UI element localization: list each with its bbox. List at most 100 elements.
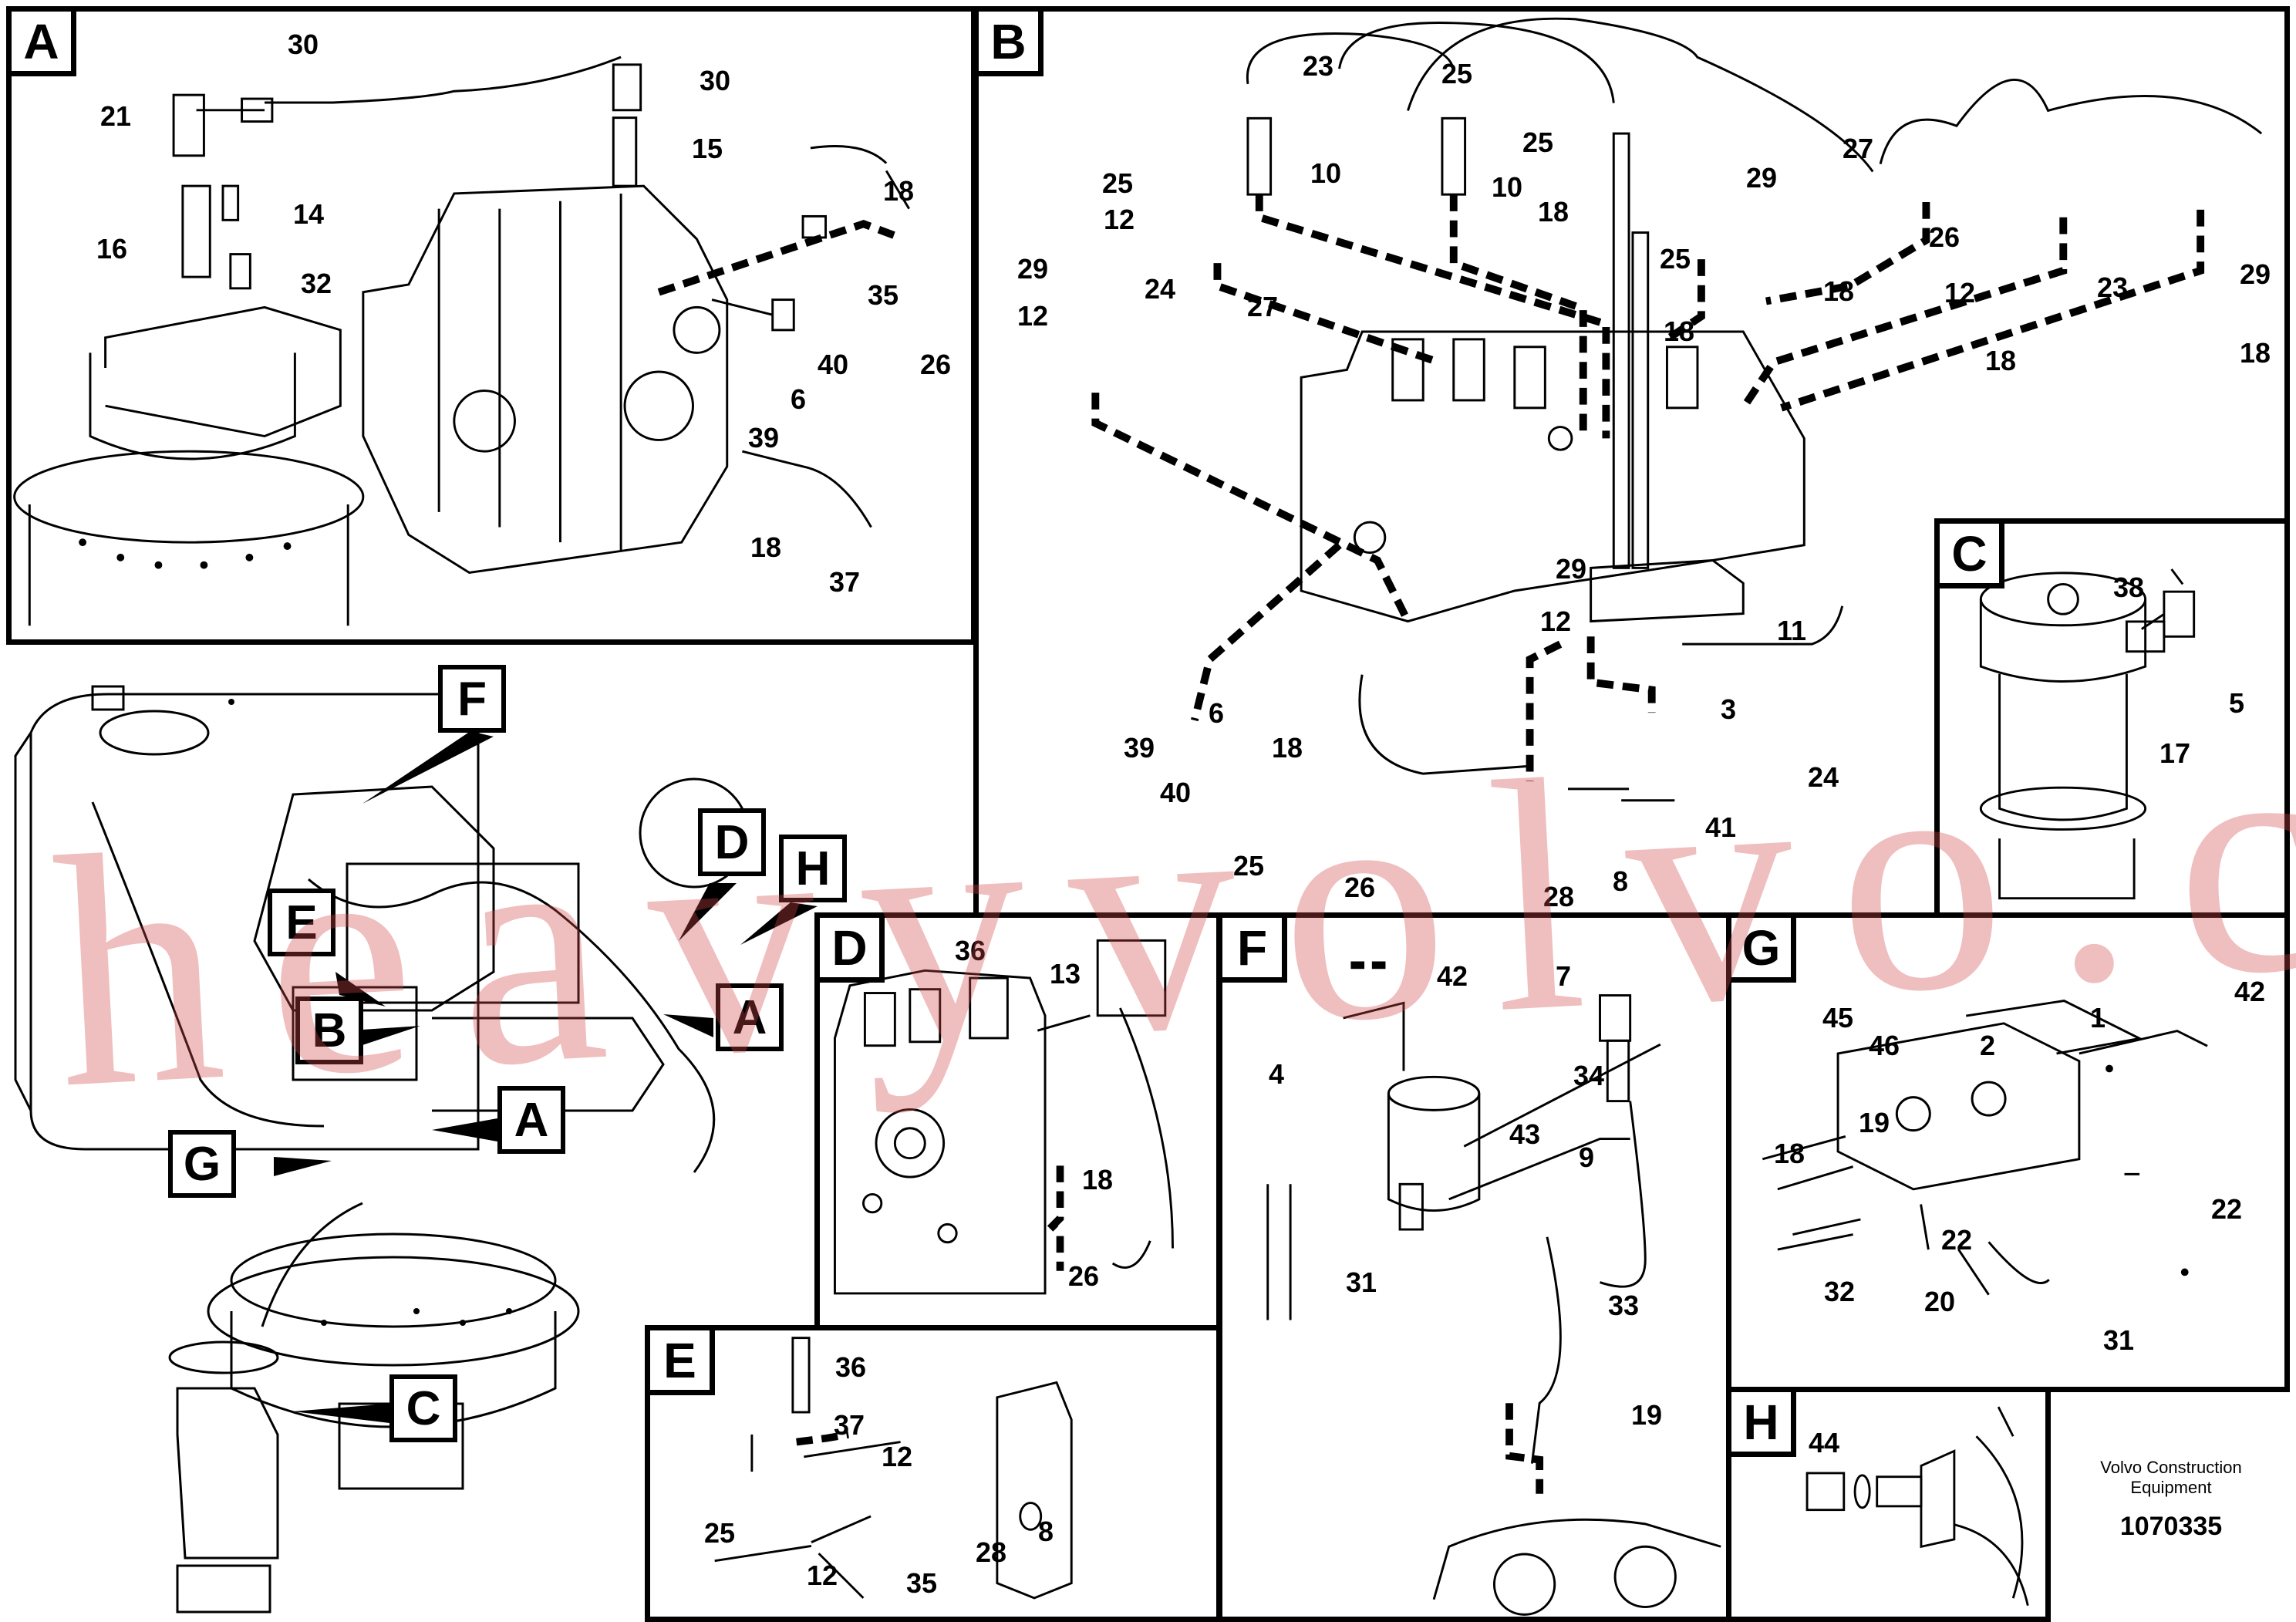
document-number: 1070335 (2119, 1512, 2223, 1541)
label-f-33: 33 (1608, 1290, 1640, 1321)
label-g-18: 18 (1774, 1138, 1805, 1169)
label-a-37: 37 (829, 566, 861, 598)
panel-g-tag: G (1731, 918, 1796, 983)
label-b-39: 39 (1124, 732, 1155, 764)
panel-h-drawing (1805, 1406, 2029, 1606)
label-b-18-a: 18 (1538, 196, 1569, 228)
label-f-7: 7 (1556, 960, 1572, 992)
label-e-35: 35 (906, 1567, 938, 1599)
label-g-22-left: 22 (1941, 1224, 1973, 1256)
panel-h-tag: H (1731, 1392, 1796, 1457)
label-g-20: 20 (1924, 1286, 1956, 1317)
panel-e-drawing (714, 1337, 1073, 1600)
panel-c-drawing (1979, 568, 2196, 900)
label-e-36: 36 (835, 1351, 867, 1383)
label-g-46: 46 (1869, 1030, 1900, 1061)
label-b-26-bottom: 26 (1344, 872, 1376, 903)
label-a-26: 26 (920, 349, 952, 380)
credit-line-1: Volvo Construction (2100, 1458, 2242, 1477)
panel-a-drawing (13, 56, 910, 626)
panel-c-tag: C (1940, 524, 2004, 588)
label-a-15: 15 (692, 133, 723, 164)
label-b-12-right: 12 (1944, 277, 1976, 309)
label-b-25-mid: 25 (1660, 243, 1691, 275)
label-a-39: 39 (748, 422, 780, 454)
label-g-32: 32 (1824, 1276, 1856, 1307)
label-g-19: 19 (1859, 1107, 1890, 1138)
label-b-12-lower: 12 (1540, 605, 1572, 637)
label-f-9: 9 (1579, 1141, 1595, 1173)
label-c-38: 38 (2113, 572, 2145, 603)
label-b-26: 26 (1929, 221, 1961, 253)
label-g-45: 45 (1822, 1002, 1854, 1034)
publisher-credit: Volvo Construction Equipment (2075, 1458, 2267, 1498)
callout-d: D (698, 808, 766, 876)
label-b-24-left: 24 (1145, 273, 1176, 305)
label-f-43: 43 (1509, 1118, 1541, 1150)
callout-b: B (295, 996, 363, 1064)
label-d-13: 13 (1050, 958, 1081, 990)
label-b-18-b: 18 (1664, 315, 1695, 347)
label-b-29-mid: 29 (1746, 162, 1778, 194)
label-b-11: 11 (1777, 615, 1807, 646)
label-f-4: 4 (1269, 1058, 1285, 1090)
label-g-1: 1 (2090, 1002, 2106, 1034)
label-a-14: 14 (293, 198, 325, 230)
label-h-44: 44 (1809, 1427, 1840, 1458)
label-b-29-left: 29 (1017, 253, 1049, 285)
label-a-32: 32 (301, 268, 332, 299)
callout-f: F (438, 665, 506, 733)
callout-a-upper: A (716, 983, 784, 1051)
callout-h: H (779, 835, 847, 902)
label-b-8: 8 (1613, 865, 1629, 897)
label-b-10-right: 10 (1492, 171, 1523, 203)
label-f-34: 34 (1573, 1060, 1605, 1091)
label-g-2-top: 2 (1980, 1030, 1996, 1061)
label-g-31: 31 (2103, 1324, 2135, 1356)
label-b-25-left: 25 (1102, 167, 1134, 199)
label-b-18-d: 18 (1985, 345, 2017, 376)
label-b-3: 3 (1721, 693, 1737, 725)
label-b-18-f: 18 (1272, 732, 1303, 764)
label-b-27-right: 27 (1843, 133, 1874, 164)
label-e-28: 28 (976, 1536, 1007, 1568)
label-d-26: 26 (1068, 1260, 1100, 1292)
label-b-25-bottom: 25 (1233, 850, 1265, 882)
label-f-19: 19 (1631, 1399, 1663, 1431)
panel-d-drawing (834, 939, 1174, 1295)
label-f-42: 42 (1437, 960, 1468, 992)
label-a-18-bottom: 18 (750, 531, 782, 563)
panel-a-tag: A (12, 12, 76, 76)
panel-f: F 42 7 4 34 43 9 31 33 19 (1217, 912, 1731, 1622)
label-b-27-left: 27 (1247, 291, 1279, 322)
label-b-10-left: 10 (1310, 157, 1342, 189)
label-a-6: 6 (791, 383, 807, 415)
label-g-42: 42 (2234, 976, 2266, 1007)
label-b-24-right: 24 (1808, 761, 1839, 793)
panel-e: E 36 37 12 25 12 28 8 35 (645, 1325, 1222, 1622)
label-b-28: 28 (1543, 881, 1575, 912)
panel-g-drawing (1762, 1000, 2208, 1296)
label-e-12-bottom: 12 (807, 1560, 838, 1591)
panel-c: C 38 5 17 (1934, 518, 2290, 918)
label-b-18-e: 18 (2240, 337, 2271, 369)
label-a-18-top: 18 (883, 175, 915, 207)
label-b-23-right: 23 (2097, 271, 2129, 303)
label-b-25-top: 25 (1441, 58, 1473, 89)
label-b-41: 41 (1705, 811, 1737, 843)
panel-b-tag: B (979, 12, 1043, 76)
label-f-31: 31 (1346, 1266, 1377, 1298)
label-d-36: 36 (955, 935, 986, 966)
panel-g: G 42 1 45 46 2 19 18 22 22 32 20 31 (1726, 912, 2290, 1392)
callout-a-lower: A (497, 1086, 565, 1154)
callout-e: E (268, 889, 335, 956)
label-b-29-right: 29 (2240, 258, 2271, 290)
panel-a: A 30 30 21 15 14 16 32 18 35 40 6 26 39 … (6, 6, 976, 645)
label-b-25-right-top: 25 (1522, 126, 1554, 158)
label-c-5: 5 (2229, 687, 2245, 719)
label-a-21: 21 (100, 100, 132, 132)
label-a-40: 40 (818, 349, 849, 380)
panel-f-tag: F (1222, 918, 1287, 983)
label-e-12-top: 12 (882, 1441, 913, 1472)
panel-d-tag: D (820, 918, 885, 983)
